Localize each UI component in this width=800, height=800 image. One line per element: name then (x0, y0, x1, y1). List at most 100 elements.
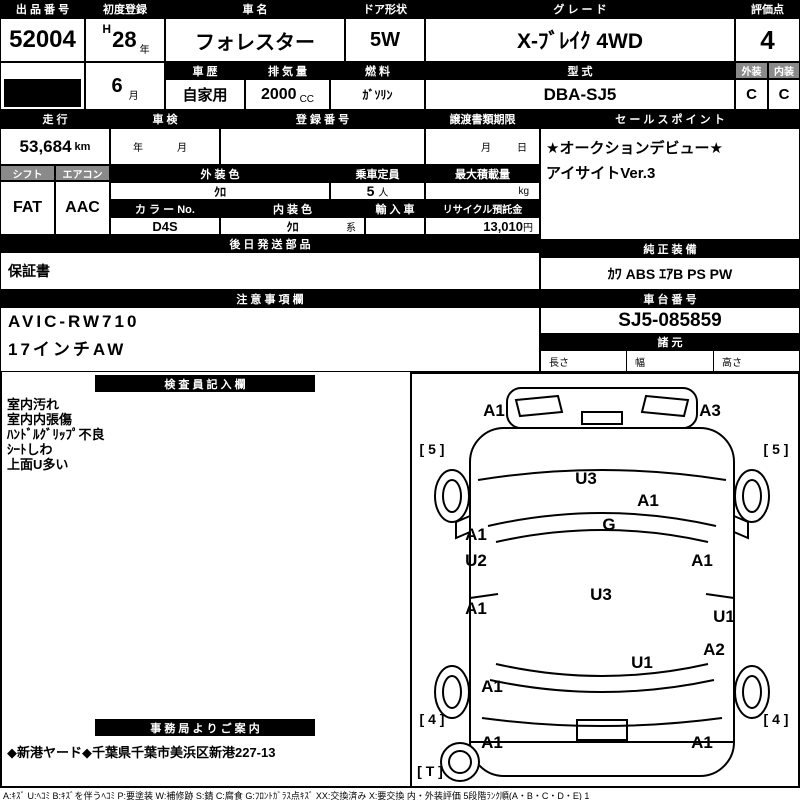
tire-front-right (734, 469, 770, 523)
wheel-front-right (742, 479, 762, 513)
capacity-value: 5 (366, 183, 375, 199)
history: 自家用 (165, 79, 245, 110)
tailgate-line (481, 717, 723, 727)
inspection-date: 年 月 (110, 128, 220, 165)
first-registration-label: 初度登録 (85, 0, 165, 18)
inspector-note: ｼｰﾄしわ (7, 442, 53, 457)
registration-number (220, 128, 425, 165)
damage-marker: U3 (590, 585, 612, 604)
damage-marker: A1 (465, 525, 487, 544)
masked-area (4, 79, 81, 107)
rear-window-lower (489, 679, 715, 693)
model-code-label: 型 式 (425, 62, 735, 79)
shift: FAT (0, 181, 55, 235)
wheel-rear-right (742, 675, 762, 709)
first-registration-year: H 28 年 (85, 18, 165, 62)
transfer-deadline: 月 日 (425, 128, 540, 165)
mirror-right (733, 514, 749, 540)
aircon-label: エアコン (55, 165, 110, 181)
damage-marker: [ 4 ] (764, 711, 789, 727)
tire-rear-left (434, 665, 470, 719)
later-parts-label: 後 日 発 送 部 品 (0, 235, 540, 252)
caution-line-2: 17インチAW (8, 340, 127, 359)
model-code: DBA-SJ5 (425, 79, 735, 110)
interior-color-unit: 系 (346, 222, 356, 234)
fuel-label: 燃 料 (330, 62, 425, 79)
inspector-section-title: 検 査 員 記 入 欄 (95, 375, 315, 392)
inspection-month-unit: 月 (177, 143, 187, 154)
color-no: D4S (110, 217, 220, 235)
interior-grade-label: 内装 (768, 62, 800, 79)
sales-points-label: セ ー ル ス ポ イ ン ト (540, 110, 800, 128)
era-letter: H (102, 22, 112, 36)
spec-width: 幅 (626, 350, 714, 372)
rear-plate (576, 719, 628, 741)
genuine-equipment: ｶﾜ ABS ｴｱB PS PW (540, 257, 800, 290)
interior-color-label: 内 装 色 (220, 200, 365, 217)
damage-marker: U3 (575, 469, 597, 488)
inspection-year-unit: 年 (133, 143, 143, 154)
damage-marker: A1 (691, 733, 713, 752)
recycle-unit: 円 (523, 222, 533, 234)
caution-notes: AVIC-RW710 17インチAW (0, 307, 540, 372)
damage-marker: [ 4 ] (420, 711, 445, 727)
damage-marker: U2 (465, 551, 487, 570)
capacity-unit: 人 (378, 187, 389, 199)
spec-label: 諸 元 (540, 334, 800, 350)
damage-marker: [ 5 ] (420, 441, 445, 457)
aircon: AAC (55, 181, 110, 235)
rear-window-upper (495, 663, 709, 677)
inspector-notes: 室内汚れ 室内内張傷 ﾊﾝﾄﾞﾙｸﾞﾘｯﾌﾟ不良 ｼｰﾄしわ 上面U多い (7, 397, 105, 472)
inspector-note: 室内内張傷 (7, 412, 73, 427)
capacity: 5 人 (330, 182, 425, 200)
grade-label: グ レ ー ド (425, 0, 735, 18)
capacity-label: 乗車定員 (330, 165, 425, 182)
shift-label: シフト (0, 165, 55, 181)
damage-marker: A1 (691, 551, 713, 570)
door-seam-left (469, 593, 499, 599)
recycle-amount: 13,010 (483, 218, 523, 234)
mileage-value: 53,684 (19, 136, 72, 156)
interior-color-value: ｸﾛ (286, 219, 299, 234)
exterior-grade-label: 外装 (735, 62, 768, 79)
transfer-day-unit: 日 (517, 143, 527, 154)
door-seam-right (705, 593, 735, 599)
tire-front-left (434, 469, 470, 523)
damage-marker: U1 (631, 653, 653, 672)
transfer-month-unit: 月 (481, 143, 491, 154)
chassis-number-label: 車 台 番 号 (540, 290, 800, 307)
interior-color: ｸﾛ 系 (220, 217, 365, 235)
office-section-title: 事 務 局 よ り ご 案 内 (95, 719, 315, 736)
tire-rear-right (734, 665, 770, 719)
damage-marker: A3 (699, 401, 721, 420)
year-unit: 年 (139, 45, 150, 56)
damage-marker: G (602, 515, 615, 534)
exterior-grade: C (735, 79, 768, 110)
damage-marker: A2 (703, 640, 725, 659)
spec-height: 高さ (713, 350, 800, 372)
lot-number: 52004 (0, 18, 85, 62)
car-outline (434, 387, 770, 782)
spare-tire (440, 742, 480, 782)
car-body (469, 427, 735, 777)
inspector-note: 室内汚れ (7, 397, 60, 412)
max-load-label: 最大積載量 (425, 165, 540, 182)
exterior-color-label: 外 装 色 (110, 165, 330, 182)
damage-marker: A1 (481, 677, 503, 696)
sales-point-2: アイサイトVer.3 (546, 165, 656, 182)
windshield-upper (495, 529, 709, 543)
damage-marker: A1 (637, 491, 659, 510)
inspection-label: 車 検 (110, 110, 220, 128)
damage-marker: [ 5 ] (764, 441, 789, 457)
max-load: kg (425, 182, 540, 200)
caution-label: 注 意 事 項 欄 (0, 290, 540, 307)
import-value (365, 217, 425, 235)
damage-marker: A1 (483, 401, 505, 420)
score-label: 評価点 (735, 0, 800, 18)
wheel-front-left (442, 479, 462, 513)
damage-marker: [ T ] (417, 763, 443, 779)
first-registration-month: 6 月 (85, 62, 165, 110)
headlight-left (514, 394, 564, 418)
reg-year: 28 (112, 27, 137, 52)
